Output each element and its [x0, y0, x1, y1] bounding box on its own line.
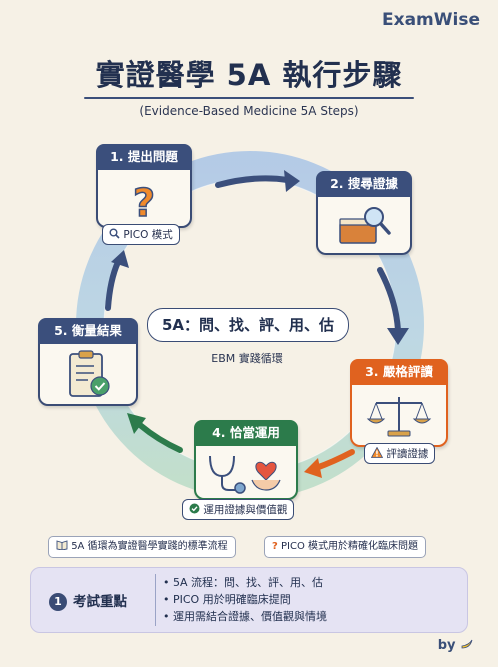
magnifier-icon — [109, 228, 123, 241]
tag-appraise-label: 評讀證據 — [386, 448, 429, 460]
exam-divider — [155, 574, 156, 626]
svg-text:?: ? — [133, 181, 155, 222]
tag-pico-label: PICO 模式 — [123, 229, 173, 241]
arrow-step4-to-step5 — [127, 413, 183, 453]
tag-apply: 運用證據與價值觀 — [182, 499, 295, 520]
exam-point: 5A 流程：問、找、評、用、估 — [163, 574, 327, 591]
arrow-step3-to-step4 — [304, 449, 355, 478]
center-caption: EBM 實踐循環 — [211, 352, 283, 365]
step-card-apply-label: 4. 恰當運用 — [194, 420, 298, 446]
step-card-assess: 5. 衡量結果 — [38, 318, 138, 406]
step-card-ask: 1. 提出問題 ? — [96, 144, 192, 228]
exam-point: 運用需結合證據、價值觀與情境 — [163, 608, 327, 625]
exam-label: 1 考試重點 — [49, 590, 127, 611]
step-card-appraise: 3. 嚴格評讀 — [350, 359, 448, 447]
exam-number-badge: 1 — [49, 593, 67, 611]
exam-label-text: 考試重點 — [73, 594, 127, 610]
check-circle-icon — [189, 503, 203, 516]
step-card-acquire-label: 2. 搜尋證據 — [316, 171, 412, 197]
book-icon — [56, 540, 71, 552]
tag-appraise: ! 評讀證據 — [364, 443, 436, 464]
note-pico-text: PICO 模式用於精確化臨床問題 — [281, 541, 419, 552]
clipboard-check-icon — [40, 348, 136, 400]
footer-credit: by — [438, 638, 474, 653]
banana-icon — [460, 638, 474, 653]
balance-scale-icon — [352, 389, 446, 441]
brand-logo: ExamWise — [382, 10, 480, 30]
svg-text:!: ! — [375, 450, 379, 459]
title-underline — [84, 97, 414, 99]
arrow-step2-to-step3 — [377, 267, 409, 345]
note-5a-cycle-text: 5A 循環為實證醫學實踐的標準流程 — [71, 541, 228, 552]
step-card-ask-label: 1. 提出問題 — [96, 144, 192, 170]
warning-icon: ! — [370, 446, 386, 460]
step-card-apply: 4. 恰當運用 — [194, 420, 298, 500]
step-card-acquire: 2. 搜尋證據 — [316, 171, 412, 255]
page-subtitle: (Evidence-Based Medicine 5A Steps) — [139, 104, 359, 118]
note-5a-cycle: 5A 循環為實證醫學實踐的標準流程 — [48, 536, 236, 558]
footer-by-text: by — [437, 638, 456, 653]
arrow-step1-to-step2 — [215, 170, 300, 192]
exam-point-list: 5A 流程：問、找、評、用、估 PICO 用於明確臨床提問 運用需結合證據、價值… — [163, 574, 327, 625]
step-card-appraise-label: 3. 嚴格評讀 — [350, 359, 448, 385]
book-search-icon — [318, 201, 410, 249]
tag-pico: PICO 模式 — [102, 224, 180, 245]
note-pico: ? PICO 模式用於精確化臨床問題 — [264, 536, 427, 558]
step-card-assess-label: 5. 衡量結果 — [38, 318, 138, 344]
exam-key-points: 1 考試重點 5A 流程：問、找、評、用、估 PICO 用於明確臨床提問 運用需結… — [30, 567, 468, 633]
arrow-step5-to-step1 — [105, 250, 129, 311]
question-mark-icon: ? — [98, 174, 190, 226]
question-icon: ? — [272, 541, 278, 552]
tag-apply-label: 運用證據與價值觀 — [203, 504, 288, 516]
page-title: 實證醫學 5A 執行步驟 — [95, 58, 403, 92]
stethoscope-heart-hands-icon — [196, 450, 296, 494]
center-summary: 5A：問、找、評、用、估 — [147, 308, 349, 342]
exam-point: PICO 用於明確臨床提問 — [163, 591, 327, 608]
